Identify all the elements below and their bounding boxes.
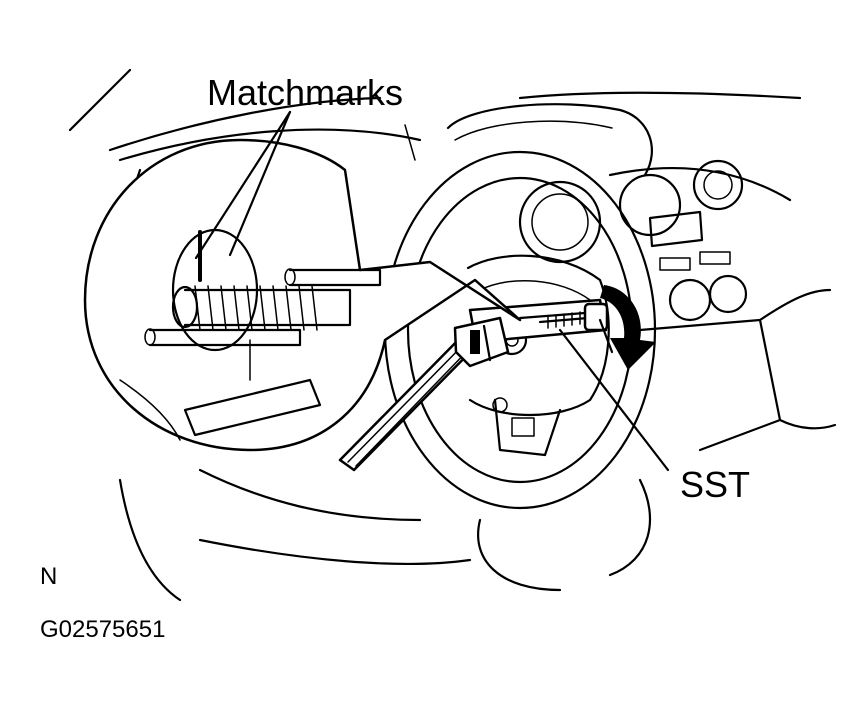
rotation-arrow xyxy=(600,285,656,370)
matchmarks-leader-lines xyxy=(194,110,292,260)
magnified-detail xyxy=(83,138,522,452)
wrench xyxy=(338,316,510,472)
figure-id-label: G02575651 xyxy=(40,616,165,643)
matchmarks-label: Matchmarks xyxy=(207,72,403,113)
orientation-label: N xyxy=(40,563,57,590)
sst-label: SST xyxy=(680,464,750,505)
sst-leader-line xyxy=(558,328,670,472)
